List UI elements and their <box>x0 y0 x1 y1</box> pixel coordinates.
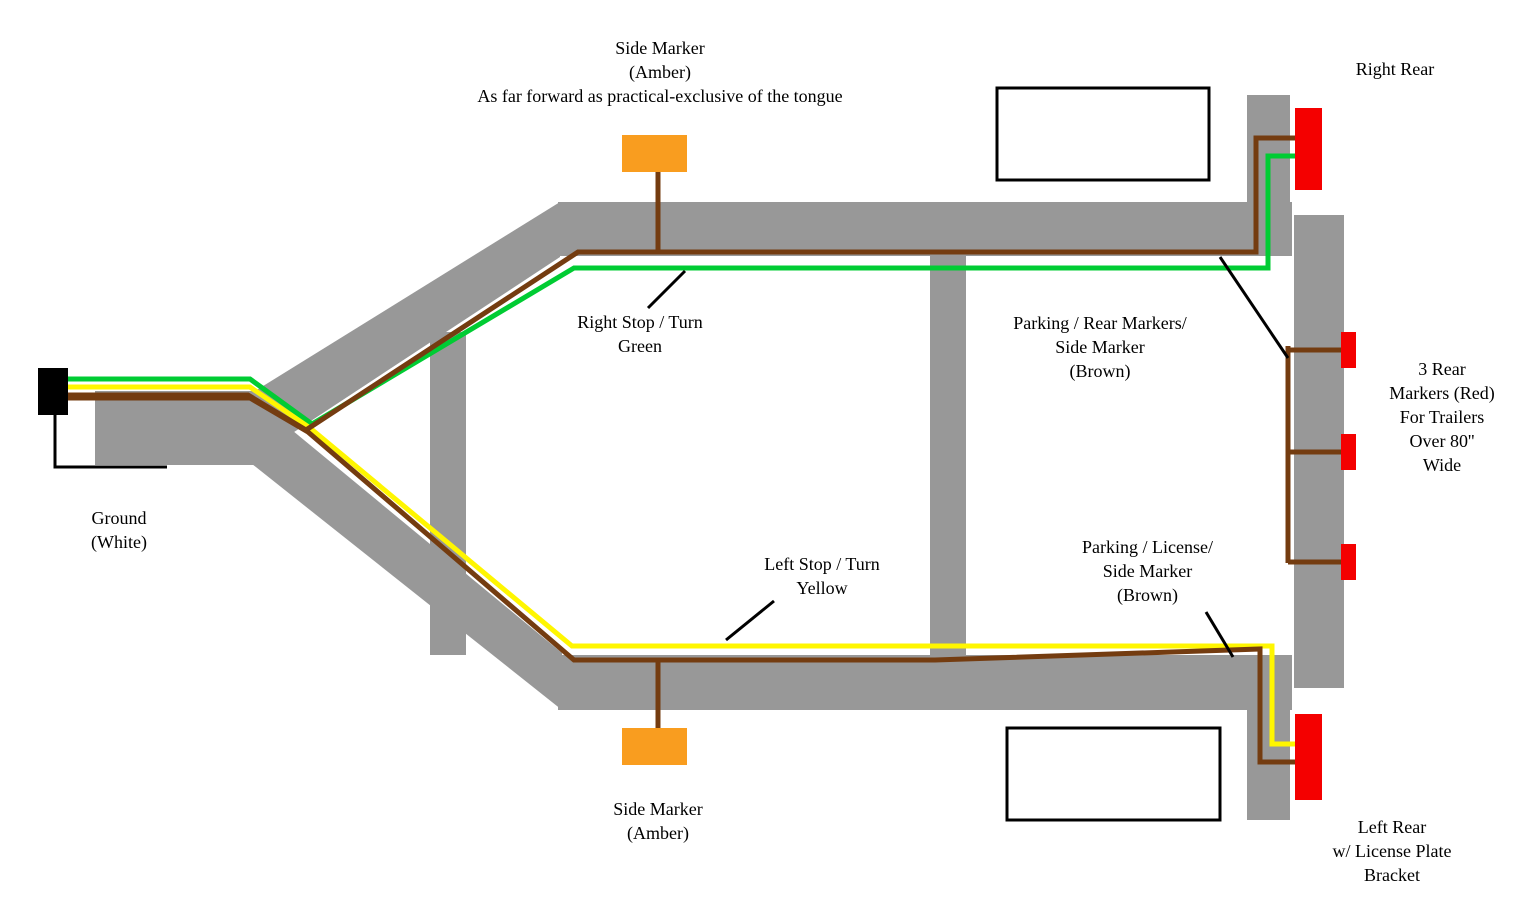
label-line: Ground <box>91 508 147 528</box>
label-line: Side Marker <box>615 38 705 58</box>
frame-left-crossmember <box>430 332 466 655</box>
label-line: Parking / Rear Markers/ <box>1013 313 1187 333</box>
frame-lower-diagonal <box>247 393 562 710</box>
frame-bottom-rail <box>558 655 1292 710</box>
label-line: (Amber) <box>629 62 691 82</box>
label-line: Parking / License/ <box>1082 537 1213 557</box>
label-left-stop-turn: Left Stop / Turn Yellow <box>722 552 922 600</box>
label-line: Markers (Red) <box>1389 383 1495 403</box>
label-line: 3 Rear <box>1418 359 1466 379</box>
top-info-box <box>995 86 1211 182</box>
label-line: (Brown) <box>1069 361 1131 381</box>
label-right-stop-turn: Right Stop / Turn Green <box>540 310 740 358</box>
label-line: As far forward as practical-exclusive of… <box>477 86 843 106</box>
side-marker-top-lamp <box>622 135 687 172</box>
label-line: For Trailers <box>1399 407 1485 427</box>
frame-tongue-bar <box>95 391 257 465</box>
label-left-rear: Left Rear w/ License Plate Bracket <box>1307 815 1477 887</box>
label-line: (Amber) <box>627 823 689 843</box>
frame-top-rail <box>558 202 1292 256</box>
label-line: Left Stop / Turn <box>764 554 880 574</box>
label-side-marker-bottom: Side Marker (Amber) <box>578 797 738 845</box>
label-line: Side Marker <box>613 799 703 819</box>
label-line: Over 80'' <box>1409 431 1475 451</box>
label-line: Green <box>618 336 662 356</box>
callout-parking-license <box>1204 611 1235 658</box>
right-rear-light <box>1295 108 1322 190</box>
connector-plug <box>38 368 68 415</box>
label-line: Bracket <box>1364 865 1420 885</box>
label-line: (Brown) <box>1117 585 1178 605</box>
wire-ground-white <box>53 412 167 469</box>
frame-mid-crossmember <box>930 256 966 655</box>
wire-right-stop-turn-green <box>66 153 1296 427</box>
frame-upper-diagonal <box>247 202 560 463</box>
label-side-marker-top: Side Marker (Amber) As far forward as pr… <box>375 36 945 108</box>
label-line: Yellow <box>796 578 848 598</box>
wire-parking-brown-top <box>66 135 1297 433</box>
label-line: w/ License Plate <box>1332 841 1452 861</box>
left-rear-light <box>1295 714 1322 800</box>
label-parking-license: Parking / License/ Side Marker (Brown) <box>1040 535 1255 607</box>
callout-right-stop-turn <box>646 269 687 310</box>
label-three-rear-markers: 3 Rear Markers (Red) For Trailers Over 8… <box>1372 357 1512 477</box>
rear-marker-3 <box>1341 544 1356 580</box>
rear-marker-2 <box>1341 434 1356 470</box>
label-ground: Ground (White) <box>58 506 180 554</box>
label-line: (White) <box>91 532 147 552</box>
callout-left-stop-turn <box>725 599 775 642</box>
wire-left-stop-turn-yellow <box>66 384 1297 747</box>
label-line: Left Rear <box>1357 817 1427 837</box>
rear-marker-1 <box>1341 332 1356 368</box>
wire-parking-brown-bottom <box>66 395 1297 765</box>
label-line: Wide <box>1422 455 1462 475</box>
side-marker-bottom-lamp <box>622 728 687 765</box>
label-parking-rear-markers: Parking / Rear Markers/ Side Marker (Bro… <box>985 311 1215 383</box>
label-line: Side Marker <box>1102 561 1193 581</box>
bottom-info-box <box>1005 726 1222 822</box>
label-line: Right Rear <box>1355 59 1435 79</box>
label-line: Side Marker <box>1055 337 1145 357</box>
callout-parking-rear-markers <box>1218 256 1290 359</box>
label-right-rear: Right Rear <box>1325 57 1465 81</box>
label-line: Right Stop / Turn <box>577 312 703 332</box>
